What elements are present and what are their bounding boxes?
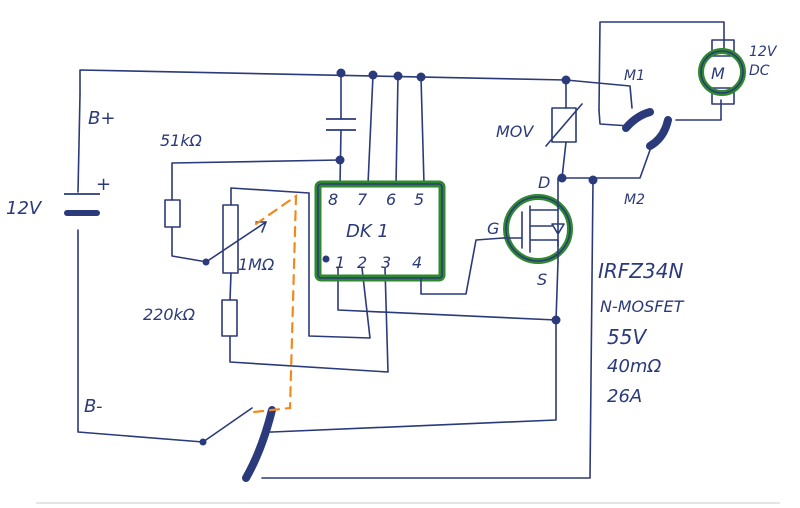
- battery: [64, 193, 100, 216]
- resistor-220k: [221, 299, 238, 337]
- mosfet-gate-line: [502, 211, 523, 249]
- contact-m1: [622, 108, 654, 132]
- mov-varistor: [551, 107, 577, 143]
- wire-pot-to-220k: [229, 272, 232, 301]
- motor-brush-top: [711, 39, 735, 57]
- potentiometer-1m: [222, 204, 239, 274]
- motor-label: M: [711, 64, 725, 83]
- r220k-label: 220kΩ: [143, 305, 196, 324]
- motor-type-label: DC: [749, 63, 770, 79]
- mosfet-irfz34n: [505, 196, 571, 262]
- wire-51k-to-pot: [171, 226, 208, 263]
- pin7-label: 7: [357, 190, 368, 209]
- mov-label: MOV: [496, 122, 534, 141]
- b-plus-label: B+: [88, 108, 115, 129]
- mechanical-linkage: [252, 193, 298, 414]
- pin5-label: 5: [414, 190, 424, 209]
- wire-motor-to-m1: [598, 109, 631, 127]
- pin3-label: 3: [381, 253, 391, 272]
- wire-pin6: [395, 75, 399, 185]
- junction-dots: [335, 68, 598, 325]
- wire-pin5: [420, 76, 425, 185]
- wire-top-rail: [79, 69, 567, 96]
- source-label: S: [537, 270, 547, 289]
- switch-lever: [202, 407, 253, 443]
- wire-mov-bottom: [561, 141, 567, 179]
- wire-source-ground: [271, 261, 559, 433]
- spec-type: N-MOSFET: [600, 297, 685, 316]
- potentiometer-wiper: [205, 221, 267, 263]
- wire-51k: [171, 159, 341, 201]
- wire-left-rail-upper: [77, 94, 81, 193]
- gate-label: G: [487, 219, 499, 238]
- wire-left-rail-lower: [77, 229, 204, 443]
- wire-drain-down: [261, 179, 594, 479]
- switch-contact-arc: [242, 406, 276, 482]
- wire-pin1-ground: [337, 267, 557, 321]
- wire-drain-m2: [561, 149, 651, 179]
- m1-label: M1: [624, 68, 645, 84]
- spec-voltage: 55V: [607, 325, 647, 349]
- ic-pin1-marker: [322, 255, 330, 263]
- switch-pivot: [199, 438, 207, 446]
- spec-resistance: 40mΩ: [607, 356, 661, 377]
- wire-motor-top: [598, 21, 725, 111]
- battery-plus-label: +: [96, 174, 111, 195]
- m2-label: M2: [624, 192, 645, 208]
- pin4-label: 4: [412, 253, 422, 272]
- drain-label: D: [538, 173, 550, 192]
- wire-motor-bottom: [675, 99, 722, 121]
- wire-pot-top: [230, 187, 310, 194]
- pin6-label: 6: [386, 190, 396, 209]
- spec-part: IRFZ34N: [598, 259, 683, 283]
- r51k-label: 51kΩ: [160, 131, 203, 150]
- wire-pin7: [367, 74, 374, 185]
- mosfet-channel: [529, 205, 559, 253]
- wire-pin2-loop: [308, 192, 371, 339]
- wire-pin4-gate: [420, 237, 504, 295]
- motor: [700, 50, 744, 94]
- motor-voltage-label: 12V: [749, 44, 778, 60]
- pin8-label: 8: [328, 190, 338, 209]
- pot-1m-label: 1MΩ: [238, 255, 275, 274]
- battery-voltage-label: 12V: [6, 198, 43, 219]
- resistor-51k: [164, 199, 181, 228]
- motor-brush-bottom: [711, 87, 735, 105]
- spec-current: 26A: [607, 386, 642, 407]
- junction-pot-wiper: [202, 258, 210, 266]
- mov-slash: [545, 103, 583, 147]
- ic-dk1: [317, 183, 443, 279]
- b-minus-label: B-: [84, 396, 103, 417]
- ic-name-label: DK 1: [346, 221, 389, 242]
- pin1-label: 1: [335, 253, 345, 272]
- contact-m2: [646, 116, 672, 150]
- wire-220k-down: [229, 267, 389, 373]
- wire-top-to-m1: [565, 79, 633, 109]
- pin2-label: 2: [357, 253, 367, 272]
